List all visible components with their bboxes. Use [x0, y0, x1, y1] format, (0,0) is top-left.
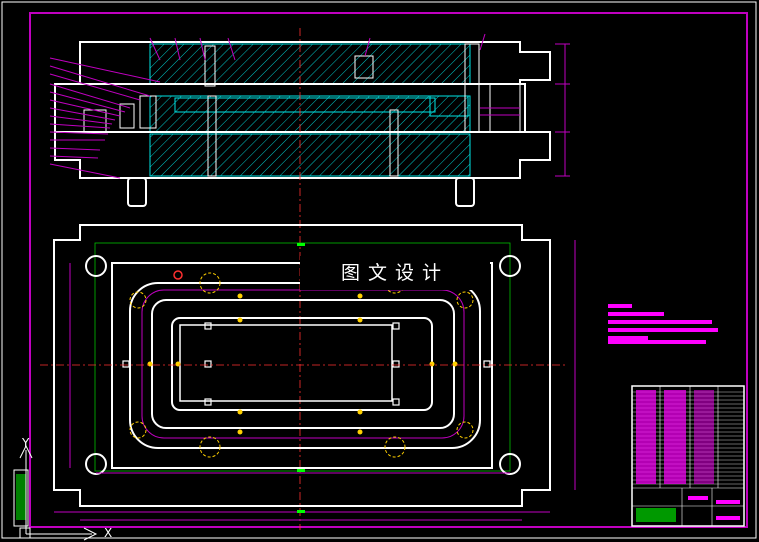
- watermark-text: 图文设计: [300, 256, 490, 290]
- section-view: [49, 28, 570, 530]
- margin-table: [13, 469, 29, 527]
- title-block: [631, 385, 745, 527]
- plan-view: [40, 224, 576, 521]
- technical-notes: [608, 304, 718, 344]
- ucs-y-label: Y: [22, 436, 30, 450]
- ucs-icon: [19, 444, 98, 541]
- ucs-x-label: X: [104, 526, 113, 540]
